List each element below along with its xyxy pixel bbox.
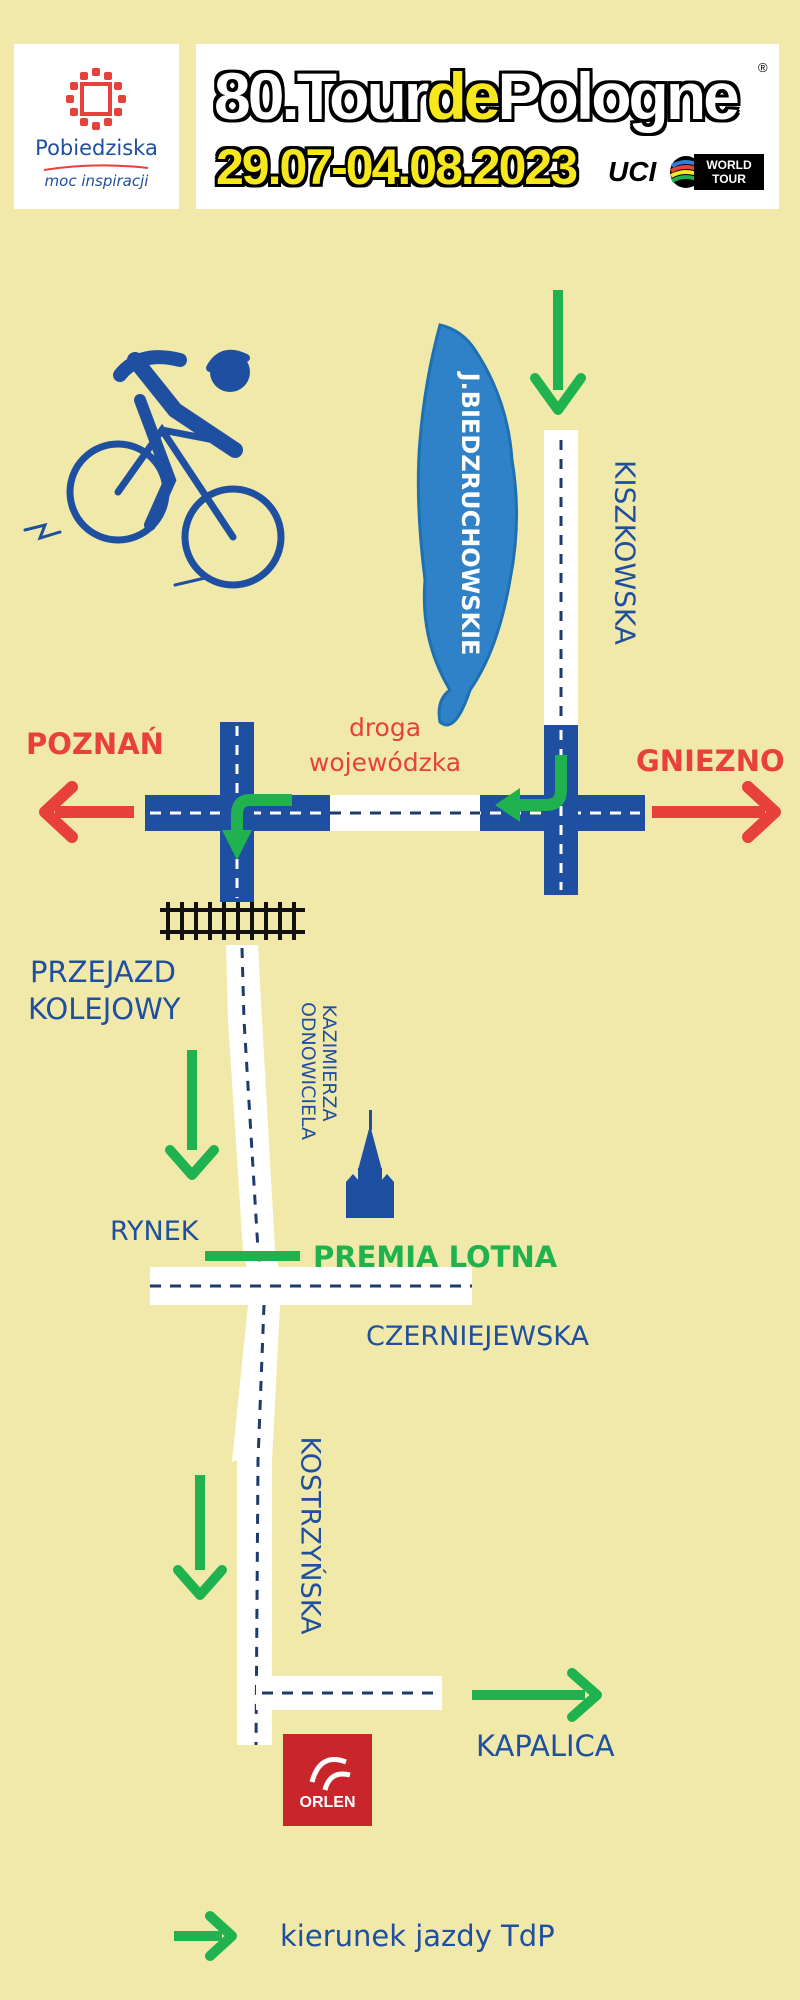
street-kazimierza-label-line2: ODNOWICIELA xyxy=(297,1001,319,1141)
lake-name-label: J.BIEDZRUCHOWSKIE xyxy=(456,372,484,656)
premia-lotna-label: PREMIA LOTNA xyxy=(313,1240,558,1274)
logo-slogan: moc inspiracji xyxy=(44,172,149,190)
tour-title-de: de xyxy=(426,59,500,133)
pobiedziska-emblem-icon xyxy=(43,68,149,171)
poznan-arrow-icon xyxy=(39,781,78,843)
direction-arrow-kiszkowska xyxy=(530,373,586,415)
street-czerniejewska-label: CZERNIEJEWSKA xyxy=(366,1321,589,1352)
railway-crossing-label-line2: KOLEJOWY xyxy=(28,992,181,1026)
registered-mark: ® xyxy=(758,60,768,75)
uci-label: UCI xyxy=(608,156,657,187)
street-kazimierza-label-line1: KAZIMIERZA xyxy=(318,1004,340,1122)
church-icon xyxy=(346,1110,394,1218)
railway-crossing-icon xyxy=(160,902,305,940)
gniezno-arrow-icon xyxy=(742,781,781,843)
road-type-label-line1: droga xyxy=(348,713,422,742)
lake-shape xyxy=(416,323,519,727)
kapalica-label: KAPALICA xyxy=(476,1729,615,1763)
railway-crossing-label-line1: PRZEJAZD xyxy=(30,955,176,989)
rynek-label: RYNEK xyxy=(110,1216,199,1247)
direction-arrow-rynek xyxy=(165,1145,219,1180)
legend-arrow-icon xyxy=(205,1911,237,1961)
world-tour-line1: WORLD xyxy=(706,158,752,172)
tour-title-suffix: Pologne xyxy=(497,59,740,133)
tour-dates: 29.07-04.08.2023 xyxy=(216,139,578,195)
tour-title: 80.TourdePologne xyxy=(214,58,740,134)
street-kiszkowska-label: KISZKOWSKA xyxy=(608,460,642,645)
direction-arrow-kostrzynska xyxy=(173,1565,227,1600)
turn-arrow-left-intersection xyxy=(231,794,292,835)
pobiedziska-logo-box: Pobiedziska moc inspiracji xyxy=(14,44,179,209)
direction-arrow-kapalica xyxy=(567,1668,602,1722)
world-tour-badge: WORLD TOUR xyxy=(694,154,764,190)
orlen-eagle-icon xyxy=(309,1757,351,1791)
world-tour-line2: TOUR xyxy=(712,172,746,186)
legend-direction-label: kierunek jazdy TdP xyxy=(280,1919,555,1953)
logo-name: Pobiedziska xyxy=(35,136,158,160)
tour-title-prefix: 80.Tour xyxy=(214,59,429,133)
road-type-label-line2: wojewódzka xyxy=(308,748,462,777)
turn-arrow-right-intersection xyxy=(515,755,567,811)
street-kostrzynska-label: KOSTRZYŃSKA xyxy=(294,1436,326,1635)
poznan-label: POZNAŃ xyxy=(26,727,164,761)
gniezno-label: GNIEZNO xyxy=(636,744,785,778)
orlen-label: ORLEN xyxy=(299,1794,356,1811)
tour-title-box: 80.TourdePologne ® 29.07-04.08.2023 UCI … xyxy=(196,44,779,209)
cyclist-icon xyxy=(23,349,285,589)
